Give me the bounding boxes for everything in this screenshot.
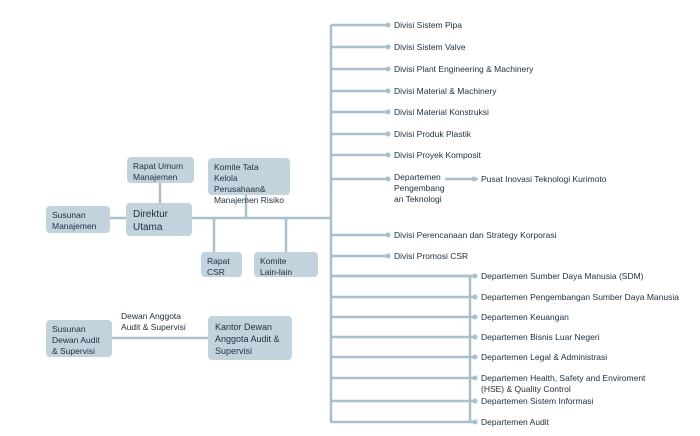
division-label: Divisi Sistem Valve <box>394 42 466 52</box>
division-7-dot <box>385 176 391 182</box>
division-label: Divisi Material & Machinery <box>394 86 497 96</box>
department-0-dot <box>472 273 478 279</box>
division-1-dot <box>385 44 391 50</box>
department-label: Departemen Bisnis Luar Negeri <box>481 332 600 342</box>
pusat-inovasi-label: Pusat Inovasi Teknologi Kurimoto <box>481 174 607 184</box>
department-label: Departemen Health, Safety and Enviroment… <box>481 373 646 394</box>
division-3-dot <box>385 88 391 94</box>
division-label: Divisi Perencanaan dan Strategy Korporas… <box>394 230 557 240</box>
komite-lain-lain-box: Komite Lain-lain <box>254 252 318 277</box>
department-6-dot <box>472 398 478 404</box>
department-5-dot <box>472 375 478 381</box>
division-label: Divisi Material Konstruksi <box>394 107 489 117</box>
susunan-dewan-audit-box: Susunan Dewan Audit & Supervisi <box>46 320 112 357</box>
rapat-umum-manajemen-box: Rapat Umum Manajemen <box>127 157 194 183</box>
division-5-dot <box>385 131 391 137</box>
division-label: Divisi Sistem Pipa <box>394 20 463 30</box>
division-8-dot <box>385 232 391 238</box>
kantor-dewan-audit-box: Kantor Dewan Anggota Audit & Supervisi <box>208 316 292 360</box>
division-label: Divisi Promosi CSR <box>394 251 469 261</box>
division-4-dot <box>385 109 391 115</box>
department-7-dot <box>472 419 478 425</box>
department-1-dot <box>472 294 478 300</box>
department-label: Departemen Pengembangan Sumber Daya Manu… <box>481 292 679 302</box>
department-2-dot <box>472 314 478 320</box>
division-6-dot <box>385 152 391 158</box>
division-2-dot <box>385 66 391 72</box>
department-label: Departemen Audit <box>481 417 550 427</box>
department-label: Departemen Legal & Administrasi <box>481 352 608 362</box>
department-label: Departemen Keuangan <box>481 312 569 322</box>
division-label: Divisi Produk Plastik <box>394 129 471 139</box>
direktur-utama-box: Direktur Utama <box>126 203 192 236</box>
department-label: Departemen Sistem Informasi <box>481 396 594 406</box>
komite-tata-kelola-box: Komite Tata Kelola Perusahaan& Manajemen… <box>208 158 290 205</box>
department-label: Departemen Sumber Daya Manusia (SDM) <box>481 271 644 281</box>
division-label: Divisi Proyek Komposit <box>394 150 481 160</box>
division-0-dot <box>385 22 391 28</box>
dewan-anggota-label: Dewan Anggota Audit & Supervisi <box>121 311 186 332</box>
division-label: Divisi Plant Engineering & Machinery <box>394 64 534 74</box>
rapat-csr-box: Rapat CSR <box>201 252 242 277</box>
susunan-manajemen-box: Susunan Manajemen <box>46 206 110 233</box>
division-9-dot <box>385 253 391 259</box>
department-3-dot <box>472 334 478 340</box>
department-4-dot <box>472 354 478 360</box>
division-label: Departemen Pengembang an Teknologi <box>394 172 445 204</box>
